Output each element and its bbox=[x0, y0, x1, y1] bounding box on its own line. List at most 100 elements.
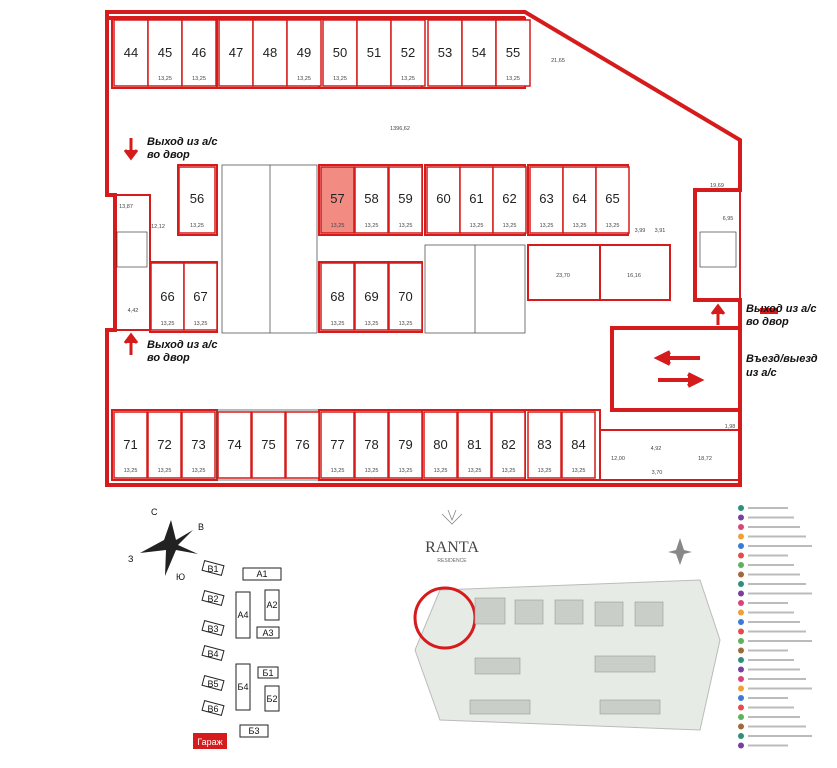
spot-area: 13,25 bbox=[297, 76, 311, 82]
area-r10: 1,98 bbox=[725, 424, 736, 430]
spot-number: 78 bbox=[364, 437, 378, 452]
exit-label-right-2: во двор bbox=[746, 316, 789, 328]
area-r11: 4,92 bbox=[651, 446, 662, 452]
entry-label-1: Въезд/выезд bbox=[746, 353, 818, 365]
spot-number: 45 bbox=[158, 45, 172, 60]
area-r7: 3,91 bbox=[655, 228, 666, 234]
spot-area: 13,25 bbox=[434, 468, 448, 474]
spot-number: 80 bbox=[433, 437, 447, 452]
legend-marker bbox=[738, 571, 744, 578]
legend-line bbox=[748, 526, 800, 528]
garage-label: Гараж bbox=[197, 737, 222, 747]
spot-number: 79 bbox=[398, 437, 412, 452]
legend-marker bbox=[738, 704, 744, 711]
building-b3: Б3 bbox=[249, 726, 260, 736]
legend-marker bbox=[738, 524, 744, 530]
spot-number: 62 bbox=[502, 191, 516, 206]
spot-area: 13,25 bbox=[506, 76, 520, 82]
map-compass-icon bbox=[668, 538, 692, 565]
area-r4: 19,69 bbox=[710, 183, 724, 189]
parking-spot-55[interactable]: 55 13,25 bbox=[495, 19, 531, 87]
legend-line bbox=[748, 678, 806, 680]
parking-spot-50[interactable]: 50 13,25 bbox=[322, 19, 358, 87]
legend-marker bbox=[738, 714, 744, 720]
parking-spot-80[interactable]: 80 13,25 bbox=[423, 411, 458, 479]
spot-number: 63 bbox=[539, 191, 553, 206]
exit-label-top-left-2: во двор bbox=[147, 149, 190, 161]
building-v5: В5 bbox=[207, 679, 218, 689]
legend-line bbox=[748, 630, 806, 633]
building-v2: В2 bbox=[207, 594, 218, 604]
area-r2: 12,12 bbox=[151, 224, 165, 230]
legend-marker bbox=[738, 647, 744, 654]
legend-line bbox=[748, 535, 806, 538]
spot-area: 13,25 bbox=[333, 76, 347, 82]
spot-number: 76 bbox=[295, 437, 309, 452]
legend-line bbox=[748, 706, 794, 709]
site-plan: А1 А4 А2 А3 Б4 Б1 Б2 Б3 В1 В2 В3 В4 В5 В… bbox=[193, 559, 282, 749]
parking-spot-44[interactable]: 44 bbox=[113, 19, 149, 87]
parking-spot-54[interactable]: 54 bbox=[461, 19, 497, 87]
parking-spot-84[interactable]: 84 13,25 bbox=[561, 411, 596, 479]
legend-marker bbox=[738, 514, 744, 521]
spot-number: 55 bbox=[506, 45, 520, 60]
area-r13: 3,70 bbox=[652, 470, 663, 476]
area-r8: 23,70 bbox=[556, 273, 570, 279]
spot-area: 13,25 bbox=[572, 468, 586, 474]
spot-area: 13,25 bbox=[401, 76, 415, 82]
spot-number: 50 bbox=[333, 45, 347, 60]
legend-line bbox=[748, 592, 812, 595]
parking-spot-51[interactable]: 51 bbox=[356, 19, 392, 87]
parking-spot-75[interactable]: 75 bbox=[251, 411, 286, 479]
legend-line bbox=[748, 507, 788, 509]
exit-label-right-1: Выход из а/с bbox=[746, 303, 816, 315]
parking-spot-53[interactable]: 53 bbox=[427, 19, 463, 87]
parking-spot-76[interactable]: 76 bbox=[285, 411, 320, 479]
spot-area: 13,25 bbox=[573, 223, 587, 229]
parking-spot-74[interactable]: 74 bbox=[217, 411, 252, 479]
legend-line bbox=[748, 716, 800, 718]
legend-line bbox=[748, 668, 800, 671]
area-r9: 16,16 bbox=[627, 273, 641, 279]
legend-line bbox=[748, 583, 806, 585]
area-hall: 1396,62 bbox=[390, 126, 410, 132]
legend-marker bbox=[738, 600, 744, 606]
spot-number: 83 bbox=[537, 437, 551, 452]
spot-number: 84 bbox=[571, 437, 585, 452]
legend-line bbox=[748, 554, 788, 557]
spot-area: 13,25 bbox=[190, 223, 204, 229]
spot-area: 13,25 bbox=[331, 223, 345, 229]
parking-spot-48[interactable]: 48 bbox=[252, 19, 288, 87]
legend-line bbox=[748, 640, 812, 642]
parking-spot-47[interactable]: 47 bbox=[218, 19, 254, 87]
parking-spot-60[interactable]: 60 bbox=[426, 166, 461, 234]
